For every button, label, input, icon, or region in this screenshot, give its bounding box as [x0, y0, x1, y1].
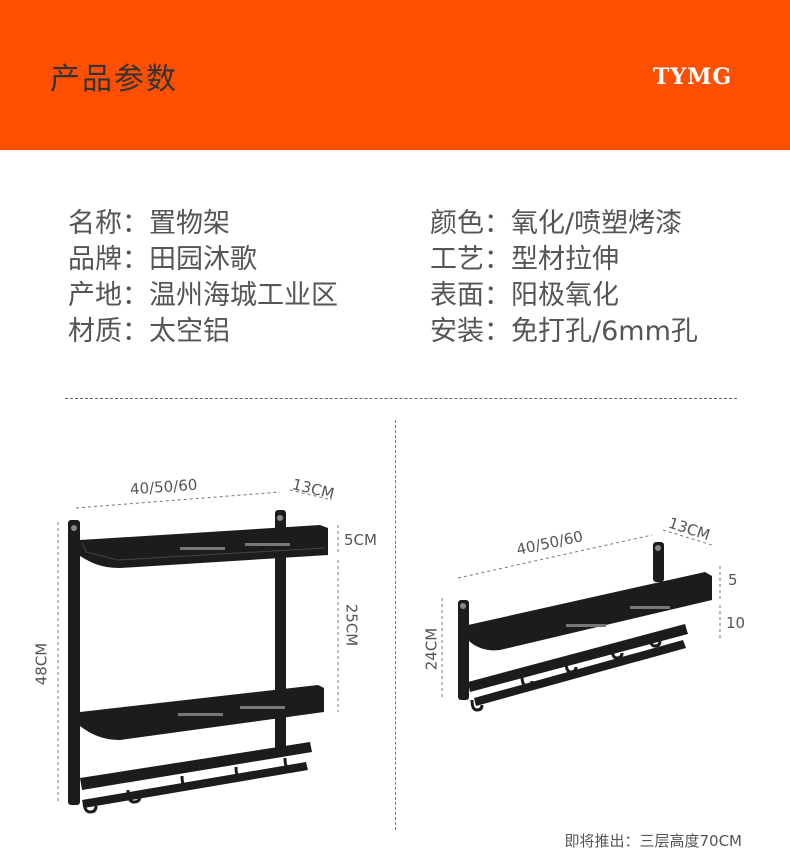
spec-value: 田园沐歌 [149, 244, 257, 275]
spec-value: 免打孔/6mm孔 [511, 316, 698, 347]
spec-value: 太空铝 [149, 316, 230, 347]
footnote: 即将推出：三层高度70CM [564, 832, 742, 850]
right-gap-label: 10 [726, 614, 746, 632]
spec-value: 阳极氧化 [511, 280, 619, 311]
spec-list-left: 名称：置物架 品牌：田园沐歌 产地：温州海城工业区 材质：太空铝 [68, 206, 338, 350]
left-gap-label: 25CM [342, 603, 361, 647]
spec-value: 置物架 [149, 208, 230, 239]
spec-label: 工艺： [430, 244, 511, 275]
spec-label: 颜色： [430, 208, 511, 239]
section-divider [65, 398, 737, 399]
two-tier-rack-drawing [68, 510, 328, 814]
left-height-label: 48CM [32, 642, 51, 686]
brand-logo: TYMG [653, 64, 733, 90]
spec-row: 安装：免打孔/6mm孔 [430, 314, 698, 350]
header-banner: 产品参数 TYMG [0, 0, 790, 150]
spec-label: 表面： [430, 280, 511, 311]
spec-row: 名称：置物架 [68, 206, 338, 242]
spec-row: 产地：温州海城工业区 [68, 278, 338, 314]
spec-label: 品牌： [68, 244, 149, 275]
spec-row: 表面：阳极氧化 [430, 278, 698, 314]
left-dimension-lines [57, 489, 339, 804]
spec-row: 材质：太空铝 [68, 314, 338, 350]
right-height-label: 24CM [422, 627, 441, 671]
spec-list-right: 颜色：氧化/喷塑烤漆 工艺：型材拉伸 表面：阳极氧化 安装：免打孔/6mm孔 [430, 206, 698, 350]
spec-row: 工艺：型材拉伸 [430, 242, 698, 278]
spec-label: 安装： [430, 316, 511, 347]
spec-label: 材质： [68, 316, 149, 347]
spec-value: 氧化/喷塑烤漆 [511, 208, 683, 239]
diagram-divider [395, 420, 396, 830]
right-lip-label: 5 [728, 571, 738, 589]
spec-row: 颜色：氧化/喷塑烤漆 [430, 206, 698, 242]
right-dimension-lines [441, 529, 721, 700]
spec-label: 产地： [68, 280, 149, 311]
left-lip-label: 5CM [344, 531, 377, 549]
single-tier-rack-drawing [458, 542, 712, 712]
spec-value: 温州海城工业区 [149, 280, 338, 311]
page-title: 产品参数 [50, 62, 178, 97]
spec-label: 名称： [68, 208, 149, 239]
spec-value: 型材拉伸 [511, 244, 619, 275]
spec-row: 品牌：田园沐歌 [68, 242, 338, 278]
